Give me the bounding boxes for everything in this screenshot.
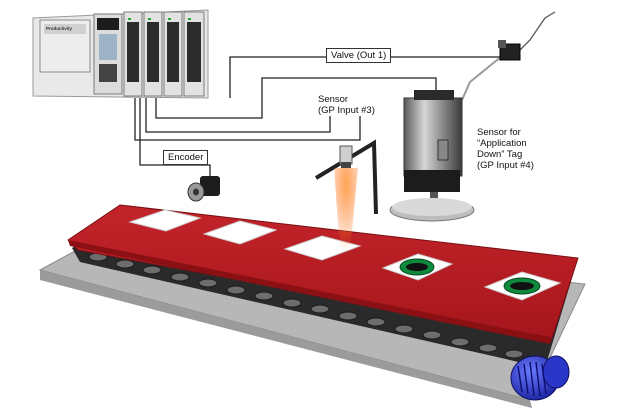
label-applicator xyxy=(389,90,475,222)
label-valve: Valve (Out 1) xyxy=(326,48,392,63)
label-sensor-gp3-line1: Sensor xyxy=(318,94,349,105)
plc-brand-text: Productivity xyxy=(46,26,73,31)
valve xyxy=(498,40,521,61)
applied-label-2 xyxy=(483,271,562,301)
label-sensor-gp4-line2: “Application xyxy=(477,138,527,149)
label-encoder: Encoder xyxy=(163,150,209,165)
applied-label-1 xyxy=(381,253,454,281)
sensor-gp3 xyxy=(314,139,378,252)
plc-controller xyxy=(32,9,209,99)
conveyor-rollers xyxy=(88,252,524,359)
label-sensor-gp3-line2: (GP Input #3) xyxy=(318,105,375,116)
label-sensor-gp3: Sensor (GP Input #3) xyxy=(316,94,377,116)
label-sensor-gp4: Sensor for “Application Down” Tag (GP In… xyxy=(475,127,536,171)
label-sensor-gp4-line3: Down” Tag xyxy=(477,149,523,160)
conveyor-belt xyxy=(67,204,579,339)
drive-motor xyxy=(510,355,570,401)
encoder xyxy=(187,176,220,202)
label-sensor-gp4-line1: Sensor for xyxy=(477,127,521,138)
label-sensor-gp4-line4: (GP Input #4) xyxy=(477,160,534,171)
